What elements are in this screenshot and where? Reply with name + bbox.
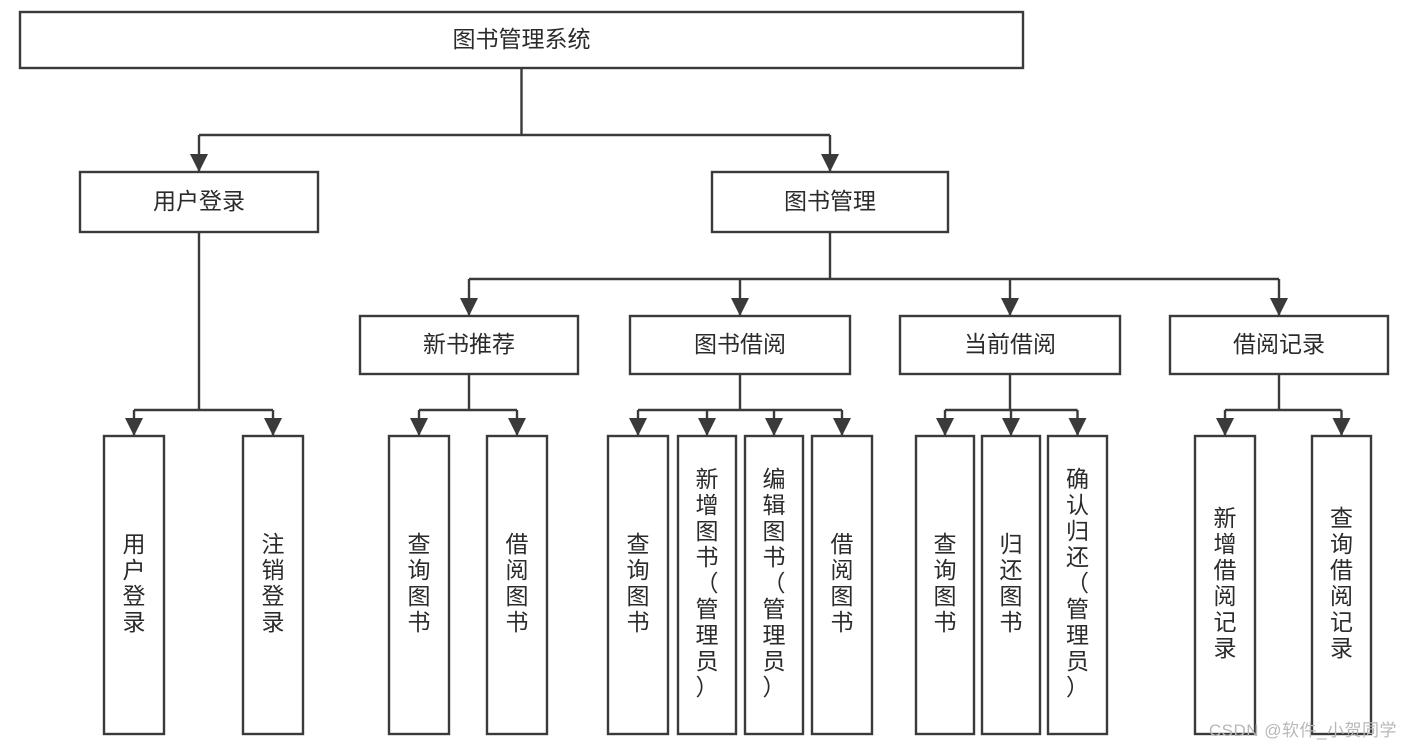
arrow-head-icon (1332, 418, 1351, 436)
node-leaf-add-record-box[interactable] (1193, 434, 1257, 736)
node-current-borrow[interactable]: 当前借阅 (898, 314, 1122, 376)
node-leaf-add-book-label: 新增图书（管理员） (696, 466, 719, 700)
node-leaf-return-book-label: 归还图书 (1000, 531, 1023, 635)
node-leaf-edit-book[interactable]: 编辑图书（管理员） (743, 434, 805, 736)
node-leaf-query-book-3-box[interactable] (914, 434, 976, 736)
node-leaf-query-book-1-label: 查询图书 (408, 531, 431, 635)
node-new-book-recommend-box[interactable] (358, 314, 580, 376)
arrow-head-icon (508, 418, 526, 436)
node-book-borrow-box[interactable] (628, 314, 852, 376)
node-leaf-query-book-1[interactable]: 查询图书 (387, 434, 451, 736)
arrow-head-icon (410, 418, 428, 436)
arrow-head-icon (1001, 298, 1019, 316)
node-root[interactable]: 图书管理系统 (18, 10, 1025, 70)
node-root-label: 图书管理系统 (453, 26, 591, 52)
node-leaf-confirm-return[interactable]: 确认归还（管理员） (1046, 434, 1109, 736)
node-leaf-return-book-box[interactable] (980, 434, 1042, 736)
node-leaf-query-book-2-label: 查询图书 (627, 531, 650, 635)
node-leaf-edit-book-label: 编辑图书（管理员） (763, 466, 786, 700)
node-book-borrow[interactable]: 图书借阅 (628, 314, 852, 376)
node-book-manage[interactable]: 图书管理 (710, 170, 950, 234)
node-current-borrow-label: 当前借阅 (964, 331, 1056, 357)
node-leaf-add-record[interactable]: 新增借阅记录 (1193, 434, 1257, 736)
node-leaf-query-book-2-box[interactable] (606, 434, 670, 736)
arrow-head-icon (698, 418, 716, 436)
node-new-book-recommend-label: 新书推荐 (423, 331, 515, 357)
arrow-head-icon (1270, 298, 1288, 316)
arrow-head-icon (821, 154, 839, 172)
node-leaf-edit-book-box[interactable] (743, 434, 805, 736)
arrow-head-icon (1068, 418, 1087, 436)
connector-layer (125, 68, 1351, 436)
node-leaf-borrow-book-1-box[interactable] (485, 434, 549, 736)
arrow-head-icon (936, 418, 954, 436)
arrow-head-icon (264, 418, 282, 436)
node-leaf-add-book-box[interactable] (676, 434, 738, 736)
node-leaf-confirm-return-box[interactable] (1046, 434, 1109, 736)
node-leaf-borrow-book-2-label: 借阅图书 (831, 531, 854, 635)
node-leaf-user-login[interactable]: 用户登录 (102, 434, 166, 736)
node-book-manage-label: 图书管理 (784, 188, 876, 214)
node-leaf-query-book-1-box[interactable] (387, 434, 451, 736)
node-current-borrow-box[interactable] (898, 314, 1122, 376)
node-leaf-add-record-label: 新增借阅记录 (1214, 505, 1237, 661)
node-borrow-record-label: 借阅记录 (1233, 331, 1325, 357)
arrow-head-icon (629, 418, 647, 436)
node-layer: 图书管理系统用户登录图书管理新书推荐图书借阅当前借阅借阅记录用户登录注销登录查询… (18, 10, 1390, 736)
arrow-head-icon (460, 298, 478, 316)
node-leaf-query-record[interactable]: 查询借阅记录 (1310, 434, 1373, 736)
node-leaf-query-book-2[interactable]: 查询图书 (606, 434, 670, 736)
node-leaf-query-book-3[interactable]: 查询图书 (914, 434, 976, 736)
arrow-head-icon (125, 418, 143, 436)
arrow-head-icon (731, 298, 749, 316)
node-leaf-query-record-box[interactable] (1310, 434, 1373, 736)
node-leaf-borrow-book-2[interactable]: 借阅图书 (810, 434, 874, 736)
node-book-manage-box[interactable] (710, 170, 950, 234)
node-leaf-borrow-book-1-label: 借阅图书 (506, 531, 529, 635)
node-leaf-return-book[interactable]: 归还图书 (980, 434, 1042, 736)
node-book-borrow-label: 图书借阅 (694, 331, 786, 357)
node-leaf-logout-label: 注销登录 (262, 531, 285, 635)
node-user-login-box[interactable] (78, 170, 320, 234)
node-user-login-label: 用户登录 (153, 188, 245, 214)
node-leaf-query-book-3-label: 查询图书 (934, 531, 957, 635)
node-leaf-logout[interactable]: 注销登录 (241, 434, 305, 736)
arrow-head-icon (1002, 418, 1020, 436)
arrow-head-icon (765, 418, 783, 436)
node-user-login[interactable]: 用户登录 (78, 170, 320, 234)
node-leaf-user-login-box[interactable] (102, 434, 166, 736)
node-new-book-recommend[interactable]: 新书推荐 (358, 314, 580, 376)
node-leaf-user-login-label: 用户登录 (123, 531, 146, 635)
arrow-head-icon (833, 418, 851, 436)
arrow-head-icon (1216, 418, 1234, 436)
node-leaf-confirm-return-label: 确认归还（管理员） (1066, 466, 1089, 700)
node-leaf-logout-box[interactable] (241, 434, 305, 736)
arrow-head-icon (190, 154, 208, 172)
node-root-box[interactable] (18, 10, 1025, 70)
node-leaf-borrow-book-2-box[interactable] (810, 434, 874, 736)
node-borrow-record-box[interactable] (1168, 314, 1390, 376)
node-borrow-record[interactable]: 借阅记录 (1168, 314, 1390, 376)
node-leaf-add-book[interactable]: 新增图书（管理员） (676, 434, 738, 736)
node-leaf-borrow-book-1[interactable]: 借阅图书 (485, 434, 549, 736)
node-leaf-query-record-label: 查询借阅记录 (1330, 505, 1353, 661)
